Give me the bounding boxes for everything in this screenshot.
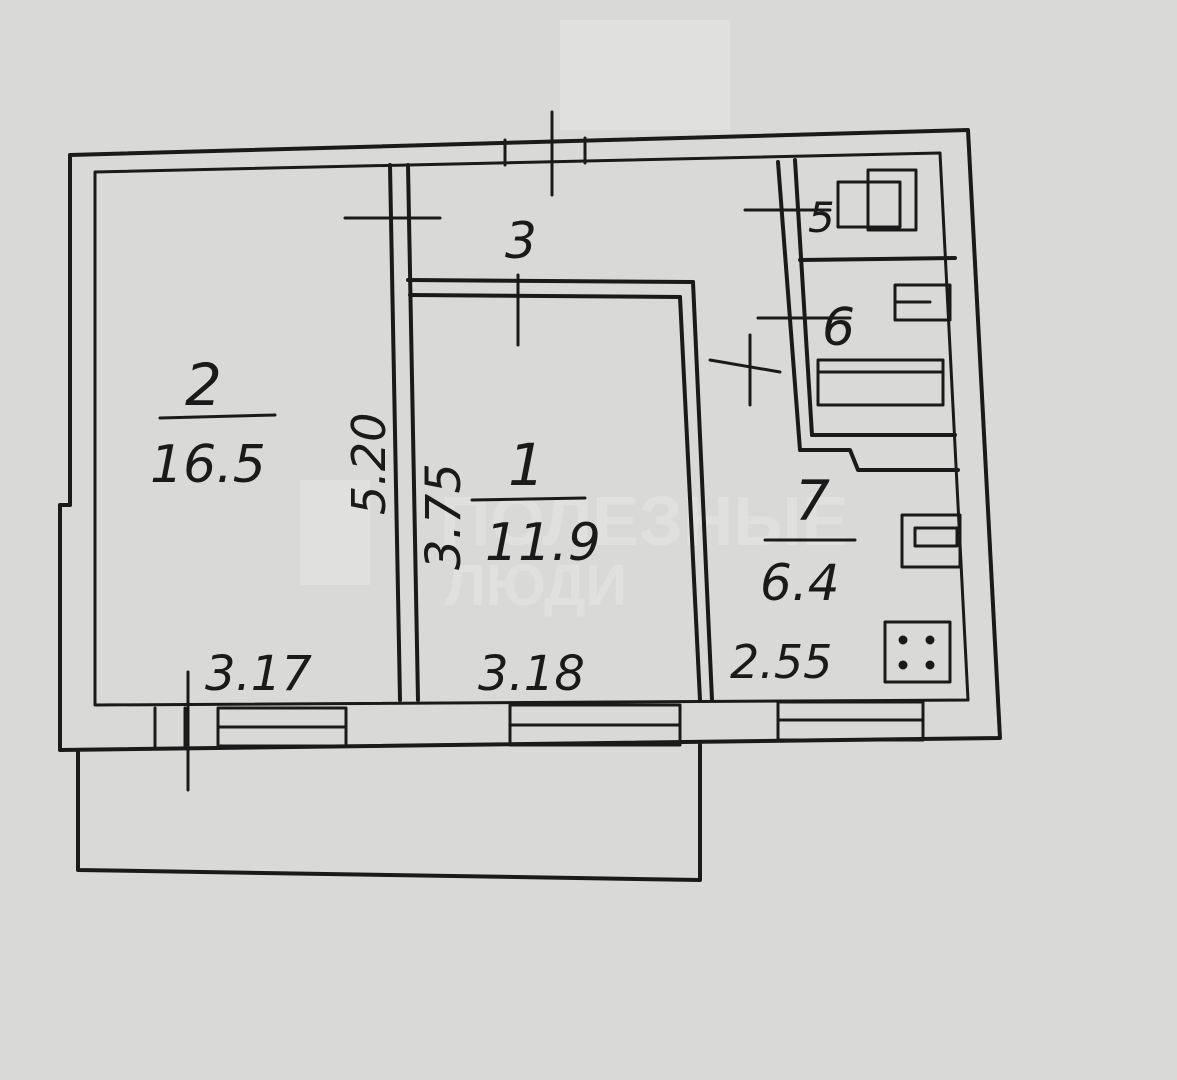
room-5-number: 5 (808, 193, 835, 242)
watermark: ПОЛЕЗНЫЕ ЛЮДИ (300, 480, 848, 618)
outer-wall (58, 128, 1002, 752)
watermark-line2: ЛЮДИ (445, 553, 627, 618)
room-7-number: 7 (795, 469, 830, 533)
room-2-number: 2 (185, 351, 222, 419)
stove-icon (883, 620, 952, 684)
toilet (836, 168, 918, 232)
room-1-area: 11.9 (485, 513, 601, 573)
kitchen-sink (900, 513, 962, 569)
interior-walls (388, 158, 960, 702)
room-1-fraction-bar (470, 496, 587, 502)
entrance-door (503, 110, 587, 197)
room-1-depth: 3.75 (416, 463, 472, 570)
overall-depth: 5.20 (342, 413, 396, 515)
bathtub (816, 358, 945, 407)
room-2-area: 16.5 (150, 435, 266, 495)
room-1-number: 1 (508, 431, 545, 499)
windows (153, 700, 925, 750)
room-2-width: 3.17 (205, 646, 312, 702)
room-1-width: 3.18 (478, 646, 585, 702)
sink (893, 283, 952, 322)
door-marks (186, 208, 852, 792)
balcony (76, 743, 702, 882)
room-7-area: 6.4 (760, 554, 840, 612)
room-3-number: 3 (505, 212, 537, 270)
watermark-line1: ПОЛЕЗНЫЕ (440, 482, 848, 560)
room-6-number: 6 (822, 298, 855, 358)
room-2-fraction-bar (158, 413, 277, 420)
room-7-width: 2.55 (730, 635, 832, 689)
